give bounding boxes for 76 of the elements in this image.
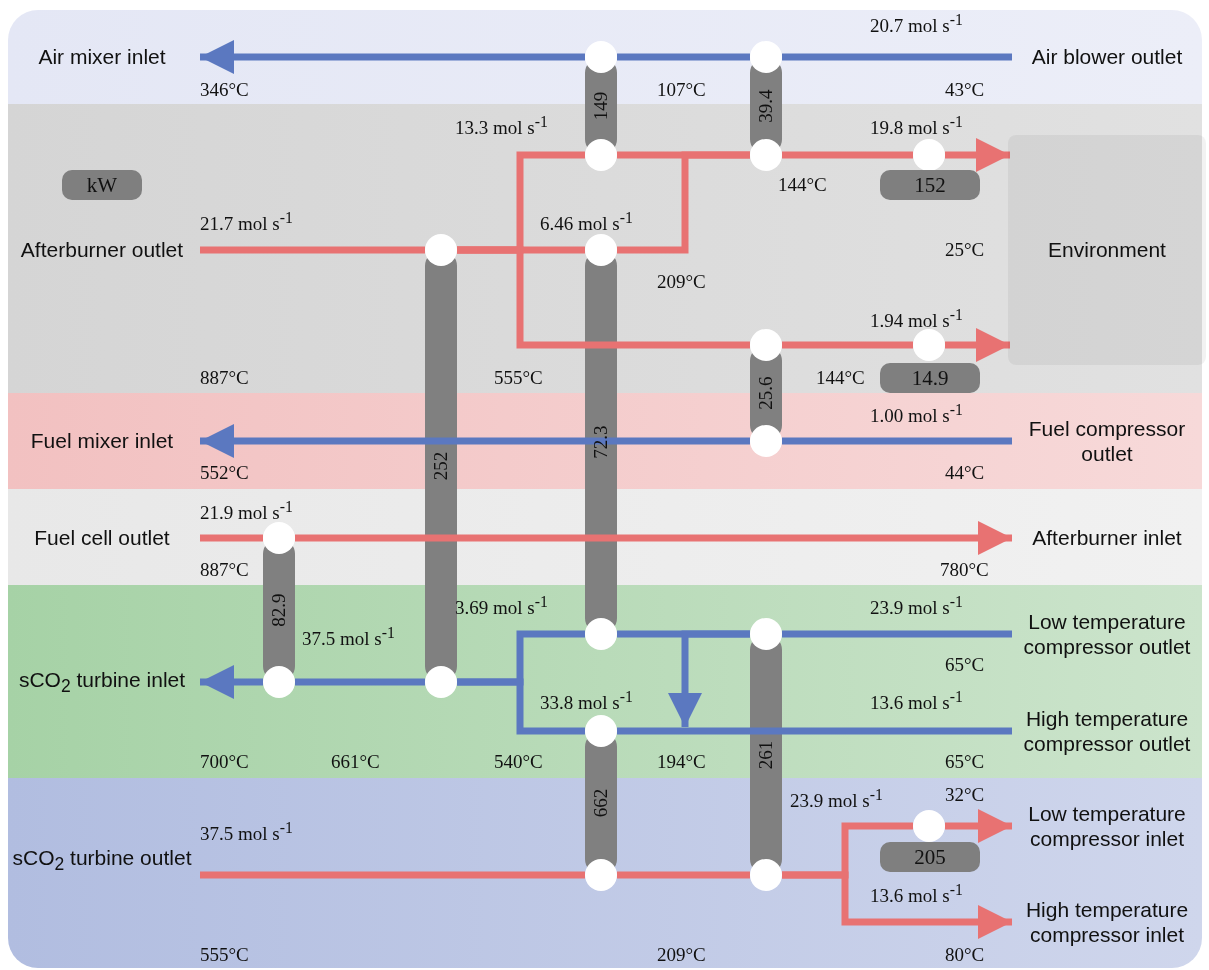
stream-label: Fuel compressor outlet <box>1008 411 1206 471</box>
value-label: 780°C <box>940 559 989 581</box>
duty-label: 662 <box>591 788 611 818</box>
value-label: 6.46 mol s$^{-1}$ <box>540 208 633 236</box>
value-label: 65°C <box>945 654 985 676</box>
value-label: 1.00 mol s$^{-1}$ <box>870 400 963 428</box>
value-label: 887°C <box>200 367 249 389</box>
duty-label: 72.3 <box>591 425 611 459</box>
value-label: 43°C <box>945 79 985 101</box>
duty-label: 149 <box>591 91 611 121</box>
stream-label: Afterburner outlet <box>6 220 198 280</box>
value-label: 33.8 mol s$^{-1}$ <box>540 687 633 715</box>
value-label: 37.5 mol s$^{-1}$ <box>200 818 293 846</box>
value-label: 194°C <box>657 751 706 773</box>
stream-label: Low temperature compressor inlet <box>1008 796 1206 856</box>
stream-arrow <box>295 521 1012 555</box>
value-label: 13.3 mol s$^{-1}$ <box>455 112 548 140</box>
value-label: 144°C <box>778 174 827 196</box>
stream-line <box>457 678 585 735</box>
stream-label: Fuel mixer inlet <box>6 411 198 471</box>
stream-label: High temperature compressor outlet <box>1008 701 1206 761</box>
stream-label: sCO$_{2}$ turbine outlet <box>6 830 198 890</box>
duty-label: 39.4 <box>756 89 776 123</box>
value-label: 37.5 mol s$^{-1}$ <box>302 623 395 651</box>
value-label: 3.69 mol s$^{-1}$ <box>455 592 548 620</box>
value-label: 23.9 mol s$^{-1}$ <box>790 785 883 813</box>
stream-line <box>782 151 913 159</box>
value-label: 887°C <box>200 559 249 581</box>
stream-label: Afterburner inlet <box>1008 508 1206 568</box>
value-label: 44°C <box>945 462 985 484</box>
value-label: 21.9 mol s$^{-1}$ <box>200 497 293 525</box>
value-label: 65°C <box>945 751 985 773</box>
stream-arrow <box>945 328 1010 362</box>
value-label: 700°C <box>200 751 249 773</box>
duty-label: 25.6 <box>756 376 776 410</box>
value-label: 13.6 mol s$^{-1}$ <box>870 687 963 715</box>
stream-line <box>782 341 913 349</box>
value-label: 21.7 mol s$^{-1}$ <box>200 208 293 236</box>
value-label: 555°C <box>200 944 249 966</box>
duty-box: 205 <box>880 842 980 872</box>
value-label: 19.8 mol s$^{-1}$ <box>870 112 963 140</box>
stream-line <box>617 53 750 61</box>
stream-line <box>617 871 750 879</box>
value-label: 209°C <box>657 271 706 293</box>
value-label: 107°C <box>657 79 706 101</box>
stream-label: High temperature compressor inlet <box>1008 892 1206 952</box>
stream-label: sCO$_{2}$ turbine inlet <box>6 652 198 712</box>
duty-box: 152 <box>880 170 980 200</box>
value-label: 80°C <box>945 944 985 966</box>
stream-line <box>617 151 750 254</box>
duty-label: 252 <box>431 451 451 481</box>
value-label: 23.9 mol s$^{-1}$ <box>870 592 963 620</box>
value-label: 661°C <box>331 751 380 773</box>
stream-label: Air mixer inlet <box>6 27 198 87</box>
value-label: 32°C <box>945 784 985 806</box>
stream-label: Air blower outlet <box>1008 27 1206 87</box>
value-label: 144°C <box>816 367 865 389</box>
duty-label: 261 <box>756 740 776 769</box>
stream-line <box>457 246 750 349</box>
value-label: 209°C <box>657 944 706 966</box>
value-label: 20.7 mol s$^{-1}$ <box>870 10 963 38</box>
value-label: 555°C <box>494 367 543 389</box>
value-label: 25°C <box>945 239 985 261</box>
value-label: 346°C <box>200 79 249 101</box>
duty-box: 14.9 <box>880 363 980 393</box>
value-label: 1.94 mol s$^{-1}$ <box>870 305 963 333</box>
sink-panel: Environment <box>1008 135 1206 365</box>
value-label: 540°C <box>494 751 543 773</box>
value-label: 13.6 mol s$^{-1}$ <box>870 880 963 908</box>
stream-line <box>295 678 425 686</box>
duty-label: 82.9 <box>269 593 289 627</box>
stream-arrow <box>945 138 1010 172</box>
value-label: 552°C <box>200 462 249 484</box>
stream-label: Low temperature compressor outlet <box>1008 604 1206 664</box>
duty-box: kW <box>62 170 142 200</box>
stream-label: Fuel cell outlet <box>6 508 198 568</box>
